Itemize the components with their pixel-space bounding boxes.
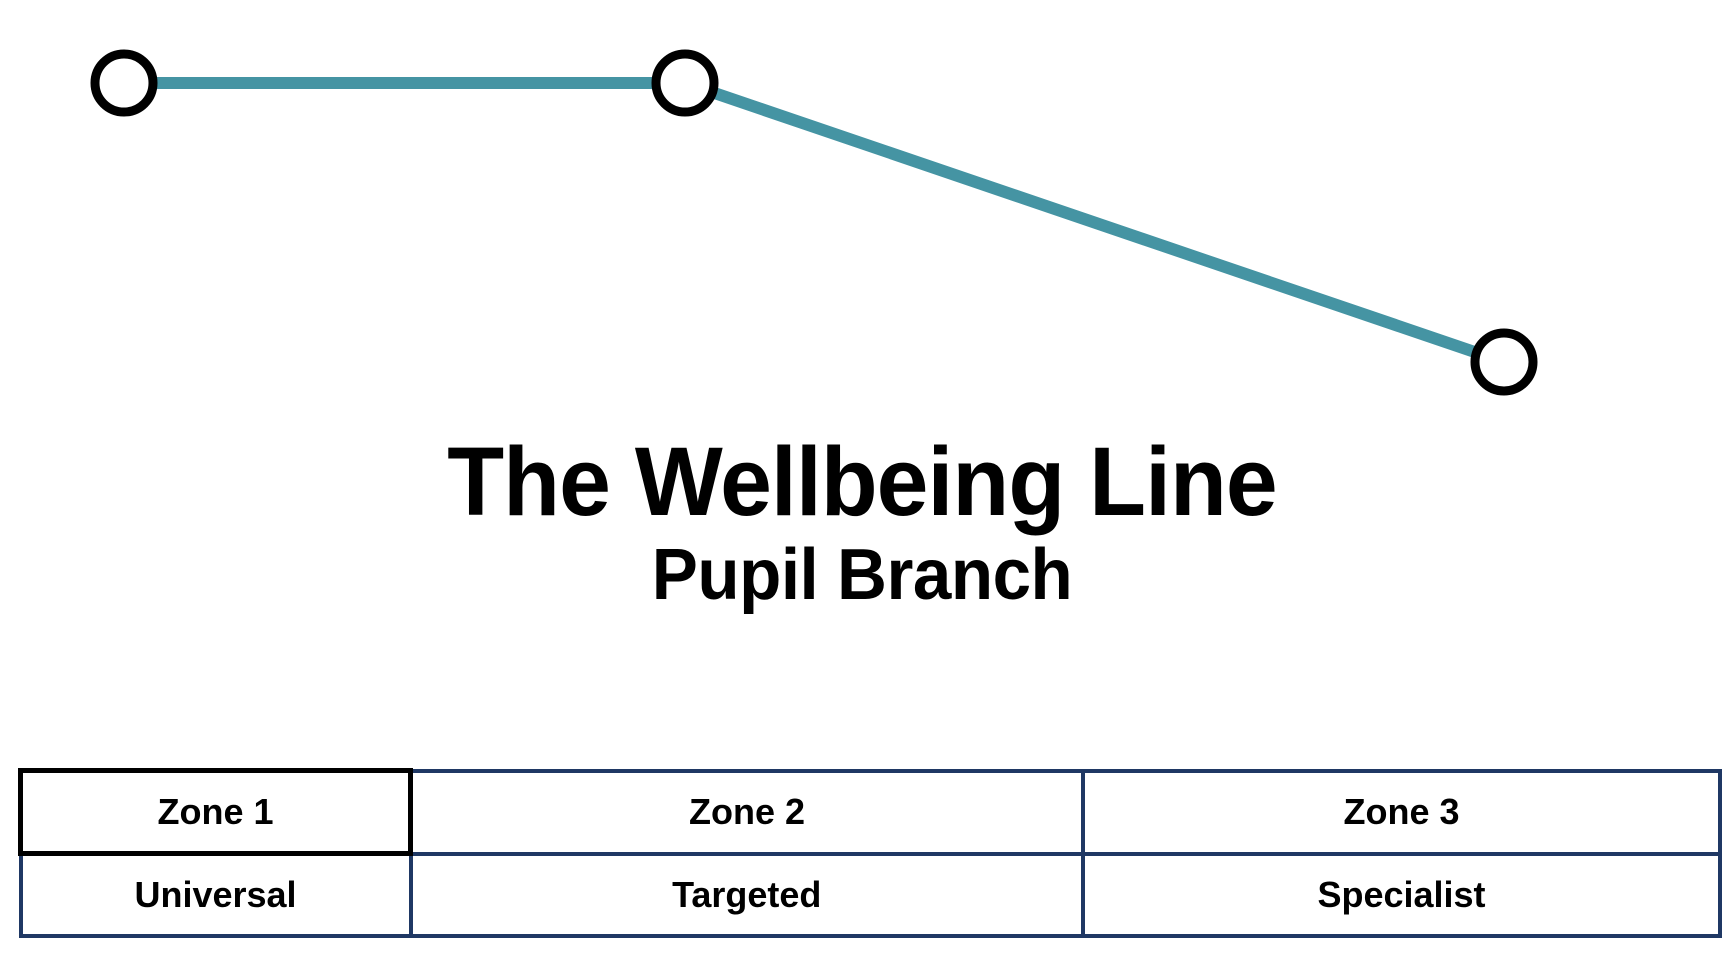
wellbeing-line-chart — [90, 49, 1538, 396]
node-zone-2-marker[interactable] — [651, 49, 719, 117]
node-zone-3-marker[interactable] — [1470, 328, 1538, 396]
cell-level-universal: Universal — [18, 851, 413, 938]
zone-table: Zone 1 Zone 2 Zone 3 Universal Targeted … — [18, 768, 1722, 938]
cell-zone-3: Zone 3 — [1081, 768, 1722, 856]
title-block: The Wellbeing Line Pupil Branch — [0, 427, 1724, 615]
cell-level-specialist: Specialist — [1081, 851, 1722, 938]
node-zone-1-marker[interactable] — [90, 49, 158, 117]
cell-zone-1: Zone 1 — [18, 768, 413, 856]
page-subtitle: Pupil Branch — [651, 534, 1073, 615]
page-title: The Wellbeing Line — [447, 427, 1277, 536]
cell-zone-2: Zone 2 — [408, 768, 1085, 856]
table-row-zones: Zone 1 Zone 2 Zone 3 — [18, 768, 1722, 856]
cell-level-targeted: Targeted — [408, 851, 1085, 938]
wellbeing-line-path — [124, 77, 1506, 368]
table-row-levels: Universal Targeted Specialist — [18, 851, 1722, 938]
